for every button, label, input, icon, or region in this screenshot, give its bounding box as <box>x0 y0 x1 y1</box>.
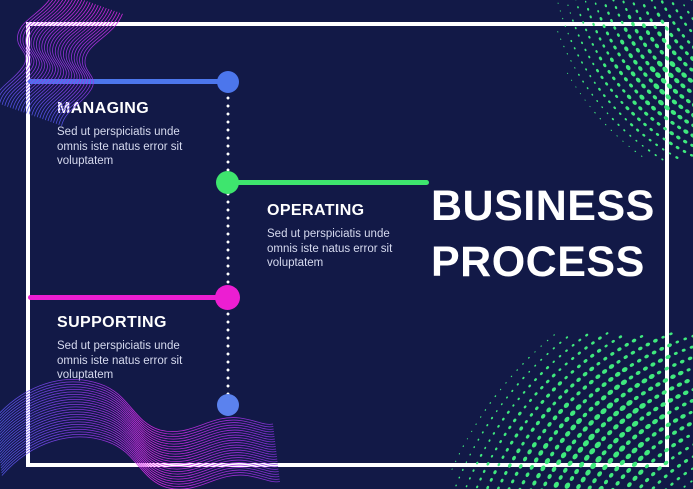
supporting-connector-line <box>28 295 228 300</box>
managing-body: Sed ut perspiciatis unde omnis iste natu… <box>57 125 227 169</box>
operating-body: Sed ut perspiciatis unde omnis iste natu… <box>267 227 437 271</box>
operating-body-line: voluptatem <box>267 257 324 269</box>
operating-body-line: Sed ut perspiciatis unde <box>267 228 390 240</box>
managing-heading: MANAGING <box>57 100 150 117</box>
managing-node-dot <box>217 71 239 93</box>
managing-section: MANAGING Sed ut perspiciatis unde omnis … <box>57 100 227 169</box>
supporting-node-dot <box>215 285 240 310</box>
managing-body-line: omnis iste natus error sit <box>57 140 183 153</box>
supporting-body-line: Sed ut perspiciatis unde <box>57 340 180 352</box>
supporting-body-line: voluptatem <box>57 369 114 381</box>
slide-title-line2: PROCESS <box>431 238 645 286</box>
operating-section: OPERATING Sed ut perspiciatis unde omnis… <box>267 202 437 271</box>
supporting-heading: SUPPORTING <box>57 314 167 331</box>
supporting-section: SUPPORTING Sed ut perspiciatis unde omni… <box>57 314 227 383</box>
supporting-body-line: omnis iste natus error sit <box>57 354 183 367</box>
operating-node-dot <box>216 171 239 194</box>
timeline-dotted-line <box>226 94 230 395</box>
managing-connector-line <box>28 79 228 84</box>
operating-connector-line <box>228 180 429 185</box>
operating-body-line: omnis iste natus error sit <box>267 242 393 255</box>
supporting-body: Sed ut perspiciatis unde omnis iste natu… <box>57 339 227 383</box>
slide-title: BUSINESS PROCESS <box>431 178 655 290</box>
frame-border <box>26 22 669 467</box>
managing-body-line: Sed ut perspiciatis unde <box>57 126 180 138</box>
timeline-end-dot <box>217 394 239 416</box>
managing-body-line: voluptatem <box>57 155 114 167</box>
operating-heading: OPERATING <box>267 202 365 219</box>
slide-title-line1: BUSINESS <box>431 182 655 230</box>
